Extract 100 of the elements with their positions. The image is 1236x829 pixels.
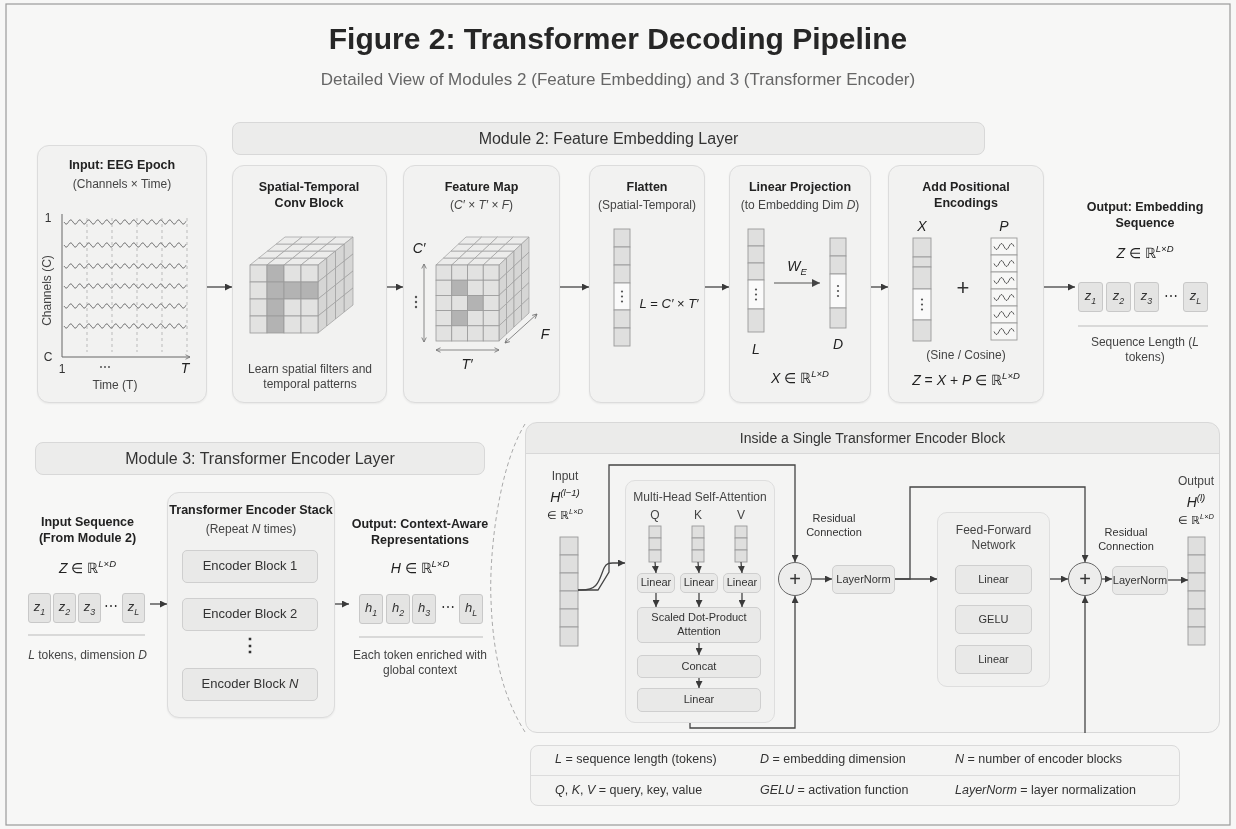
arrow <box>577 464 799 591</box>
block-label: Concat <box>681 659 717 674</box>
arrow <box>559 283 590 291</box>
card-description: Learn spatial filters and temporal patterns <box>246 362 374 392</box>
annotation: Residual Connection <box>1097 526 1155 554</box>
ellipsis: ⋯ <box>1163 288 1179 306</box>
plus-sign: + <box>789 566 801 592</box>
card-title: Flatten <box>625 180 669 196</box>
vector-label: Q <box>649 508 661 523</box>
glossary-entry: LayerNorm = layer normalization <box>955 783 1137 799</box>
card-subtitle: (Sine / Cosine) <box>925 348 1007 363</box>
token-label: z$_{L}$ <box>127 598 140 618</box>
tick-label: T <box>179 360 191 378</box>
layer-block <box>182 668 318 701</box>
block-label: LayerNorm <box>1112 573 1168 588</box>
card-title: Linear Projection <box>747 180 853 196</box>
token-label: h$_{1}$ <box>364 599 378 619</box>
token-label: h$_{3}$ <box>417 599 431 619</box>
arrow <box>652 592 660 608</box>
vector-label: X <box>916 218 928 236</box>
plus-sign: + <box>1079 566 1091 592</box>
formula: H$^{(l−1)}$ <box>549 487 581 507</box>
arrow <box>695 592 703 608</box>
card-title: Spatial-Temporal Conv Block <box>257 180 361 212</box>
section-title: Module 3: Transformer Encoder Layer <box>125 448 395 469</box>
layer-block <box>182 550 318 583</box>
layer-block <box>1112 566 1168 595</box>
tick-label: 1 <box>57 362 67 377</box>
card-title: Feature Map <box>443 180 520 196</box>
axis-label: Time (T) <box>91 378 139 393</box>
module-card <box>589 165 705 403</box>
arrow <box>694 561 702 574</box>
section-header <box>35 442 485 475</box>
caption-text: Each token enriched with global context <box>351 648 489 678</box>
sublayer-card <box>625 480 775 723</box>
io-label: Output <box>1177 474 1215 489</box>
block-title: Feed-Forward Network <box>954 523 1033 553</box>
arrow <box>695 677 703 689</box>
token-box <box>1183 282 1208 312</box>
ellipsis: ⋮ <box>240 634 260 657</box>
formula: ∈ ℝ$^{L×D}$ <box>1177 512 1215 528</box>
sum-node <box>778 562 812 596</box>
plus-sign: + <box>955 274 971 302</box>
card-subtitle: (Repeat N times) <box>204 522 298 537</box>
dimension-label: T′ <box>460 356 474 374</box>
formula: ∈ ℝ$^{L×D}$ <box>546 507 584 523</box>
panel-title: Inside a Single Transformer Encoder Block <box>738 430 1007 448</box>
token-box <box>1078 282 1103 312</box>
block-label: Linear <box>978 572 1009 587</box>
card-title: Input Sequence (From Module 2) <box>37 515 138 547</box>
token-label: z$_{1}$ <box>33 598 46 618</box>
token-label: z$_{3}$ <box>1140 287 1153 307</box>
block-label: Scaled Dot-Product Attention <box>650 611 748 639</box>
arrow <box>689 595 799 729</box>
token-box <box>359 594 383 624</box>
figure-subtitle: Detailed View of Modules 2 (Feature Embedding) and 3 (Transformer Encoder) <box>320 70 916 90</box>
arrow <box>738 592 746 608</box>
layer-block <box>955 605 1032 634</box>
module-card <box>167 492 335 718</box>
section-title: Module 2: Feature Embedding Layer <box>478 128 739 149</box>
formula: H ∈ ℝ$^{L×D}$ <box>389 558 451 578</box>
token-box <box>386 594 410 624</box>
formula: Z = X + P ∈ ℝ$^{L×D}$ <box>911 370 1021 390</box>
glossary-entry: L = sequence length (tokens) <box>555 752 718 768</box>
token-label: h$_{L}$ <box>464 599 478 619</box>
module-card <box>37 145 207 403</box>
token-box <box>1106 282 1131 312</box>
ellipsis: ⋯ <box>103 598 119 616</box>
token-box <box>459 594 483 624</box>
token-label: z$_{2}$ <box>58 598 71 618</box>
token-box <box>28 593 51 623</box>
block-label: Linear <box>683 576 715 590</box>
vector-label: K <box>693 508 703 523</box>
formula: H$^{(l)}$ <box>1185 492 1207 512</box>
token-label: z$_{2}$ <box>1112 287 1125 307</box>
dimension-label: F <box>539 326 551 344</box>
arrow <box>894 486 1089 580</box>
arrow <box>149 600 168 608</box>
arrow <box>651 561 659 574</box>
layer-block <box>955 645 1032 674</box>
annotation: Residual Connection <box>805 512 863 540</box>
card-title: Input: EEG Epoch <box>67 158 177 174</box>
token-label: z$_{L}$ <box>1189 287 1202 307</box>
io-label: Input <box>550 469 580 484</box>
layer-block <box>955 565 1032 594</box>
dimension-label: D <box>831 336 845 354</box>
layer-block <box>637 655 761 678</box>
formula: W$_{E}$ <box>786 258 808 278</box>
vector-label: V <box>736 508 746 523</box>
figure-title: Figure 2: Transformer Decoding Pipeline <box>328 22 908 56</box>
caption-text: L tokens, dimension D <box>27 648 148 663</box>
arrow <box>334 600 350 608</box>
card-title: Output: Context-Aware Representations <box>350 517 490 549</box>
tick-label: 1 <box>43 211 53 226</box>
tick-label: ⋯ <box>98 360 112 375</box>
arrow <box>1167 576 1189 584</box>
token-box <box>1134 282 1159 312</box>
arrow <box>1101 575 1113 583</box>
glossary-entry: N = number of encoder blocks <box>955 752 1124 768</box>
layer-block <box>637 688 761 712</box>
